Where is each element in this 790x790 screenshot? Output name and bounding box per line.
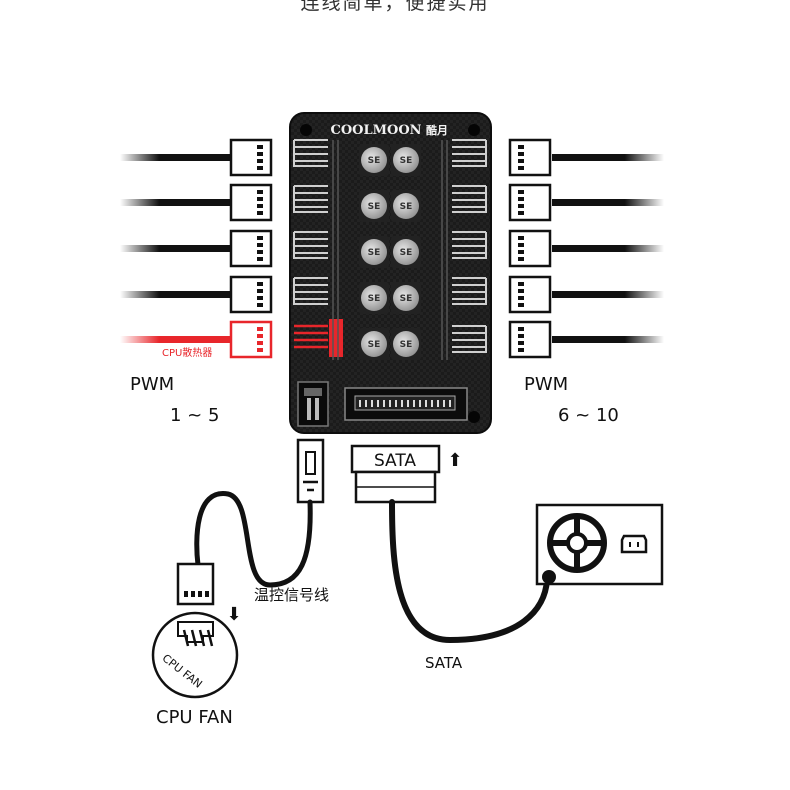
capacitor — [359, 282, 389, 314]
left-cable-2 — [120, 199, 232, 206]
right-cable-1 — [552, 154, 664, 161]
power-socket-icon — [620, 534, 648, 554]
left-connector-1 — [229, 138, 273, 177]
left-connector-5-highlight — [229, 320, 273, 359]
right-fan-connectors — [508, 138, 552, 359]
sata-cable-label: SATA — [425, 654, 463, 672]
right-fan-cables — [552, 154, 664, 343]
capacitor-mark: SE — [368, 248, 381, 258]
board-left-headers — [293, 139, 328, 305]
right-cable-2 — [552, 199, 664, 206]
capacitor-mark: SE — [368, 156, 381, 166]
up-arrow-icon: ⬆ — [447, 450, 462, 471]
capacitor — [391, 236, 421, 268]
right-cable-3 — [552, 245, 664, 252]
sata-cable — [389, 499, 550, 644]
down-arrow-icon: ⬇ — [226, 604, 241, 625]
capacitor — [391, 328, 421, 360]
left-pwm-range: 1 ~ 5 — [170, 405, 220, 426]
right-connector-2 — [508, 183, 552, 222]
hub-board: SE SE SE SE SE SE SE SE SE SE COOLMOON 酷… — [289, 112, 492, 434]
mount-hole — [468, 124, 480, 136]
capacitors — [359, 144, 421, 360]
board-traces — [332, 140, 448, 360]
right-connector-4 — [508, 275, 552, 314]
capacitor-mark: SE — [400, 156, 413, 166]
right-connector-5 — [508, 320, 552, 359]
left-connector-4 — [229, 275, 273, 314]
left-cable-1 — [120, 154, 232, 161]
capacitor — [391, 282, 421, 314]
hub-brand: COOLMOON — [330, 123, 421, 138]
cpu-fan-label: CPU FAN — [156, 707, 233, 728]
capacitor-mark: SE — [400, 248, 413, 258]
right-pwm-label: PWM — [524, 374, 569, 395]
board-right-headers — [452, 139, 487, 353]
power-supply — [535, 503, 664, 586]
capacitor-mark: SE — [400, 340, 413, 350]
capacitor-mark: SE — [400, 202, 413, 212]
capacitor — [391, 190, 421, 222]
signal-plug — [296, 438, 325, 504]
right-pwm-range: 6 ~ 10 — [558, 405, 619, 426]
left-cable-5-highlight — [120, 336, 232, 343]
mount-hole — [300, 124, 312, 136]
right-cable-4 — [552, 291, 664, 298]
hub-brand-suffix: 酷月 — [426, 123, 448, 137]
capacitor — [391, 144, 421, 176]
cpu-cooler-label: CPU散热器 — [162, 348, 213, 359]
capacitor-mark: SE — [368, 202, 381, 212]
left-cable-3 — [120, 245, 232, 252]
sata-plug-label: SATA — [374, 451, 416, 471]
mount-hole — [468, 411, 480, 423]
cpu-fan-header-illustration: CPU FAN — [151, 611, 239, 699]
left-cable-4 — [120, 291, 232, 298]
signal-cable-label: 温控信号线 — [254, 586, 330, 604]
capacitor — [359, 328, 389, 360]
right-connector-1 — [508, 138, 552, 177]
left-fan-connectors — [229, 138, 273, 359]
capacitor — [359, 144, 389, 176]
capacitor — [359, 236, 389, 268]
capacitor-mark: SE — [400, 294, 413, 304]
capacitor-mark: SE — [368, 294, 381, 304]
board-signal-header — [297, 381, 329, 427]
left-fan-cables — [120, 154, 232, 343]
capacitor-mark: SE — [368, 340, 381, 350]
sata-plug: SATA — [350, 444, 441, 504]
header-partial-text: 连线简单，便捷实用 — [300, 0, 490, 14]
capacitor — [359, 190, 389, 222]
cpu-fan-plug — [176, 562, 215, 606]
right-cable-5 — [552, 336, 664, 343]
signal-cable — [194, 491, 313, 588]
left-pwm-label: PWM — [130, 374, 175, 395]
right-connector-3 — [508, 229, 552, 268]
left-connector-2 — [229, 183, 273, 222]
board-sata-port — [344, 387, 468, 421]
left-connector-3 — [229, 229, 273, 268]
